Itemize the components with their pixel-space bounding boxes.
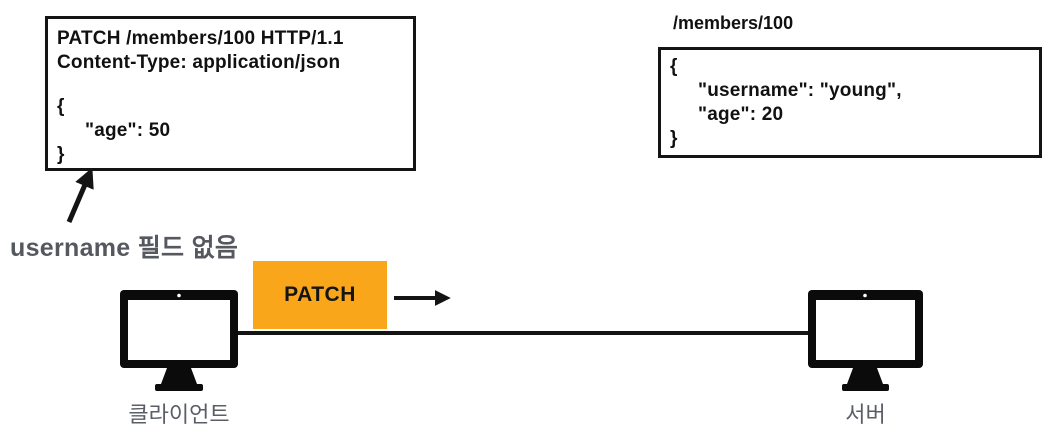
http-request-box: PATCH /members/100 HTTP/1.1 Content-Type… bbox=[45, 16, 416, 171]
client-computer-icon bbox=[120, 290, 238, 391]
patch-method-badge: PATCH bbox=[253, 261, 387, 329]
server-camera-dot bbox=[863, 293, 867, 298]
content-type-header: Content-Type: application/json bbox=[57, 52, 341, 73]
resource-body-close-brace: } bbox=[670, 128, 678, 149]
client-camera-dot bbox=[177, 293, 181, 298]
request-body-close-brace: } bbox=[57, 144, 65, 165]
resource-state-box: { "username": "young", "age": 20 } bbox=[658, 47, 1042, 158]
resource-body-open-brace: { bbox=[670, 56, 678, 77]
request-body-open-brace: { bbox=[57, 96, 65, 117]
username-missing-annotation: username 필드 없음 bbox=[10, 234, 239, 262]
request-line: PATCH /members/100 HTTP/1.1 bbox=[57, 28, 344, 49]
resource-username-field: "username": "young", bbox=[698, 80, 902, 101]
request-body-age-field: "age": 50 bbox=[85, 120, 171, 141]
blank-line bbox=[57, 75, 404, 95]
resource-age-field: "age": 20 bbox=[698, 104, 784, 125]
annotation-arrow bbox=[66, 167, 94, 223]
server-node-label: 서버 bbox=[845, 402, 886, 427]
client-node-label: 클라이언트 bbox=[128, 402, 230, 427]
resource-path-label: /members/100 bbox=[673, 13, 794, 33]
server-computer-icon bbox=[808, 290, 923, 391]
